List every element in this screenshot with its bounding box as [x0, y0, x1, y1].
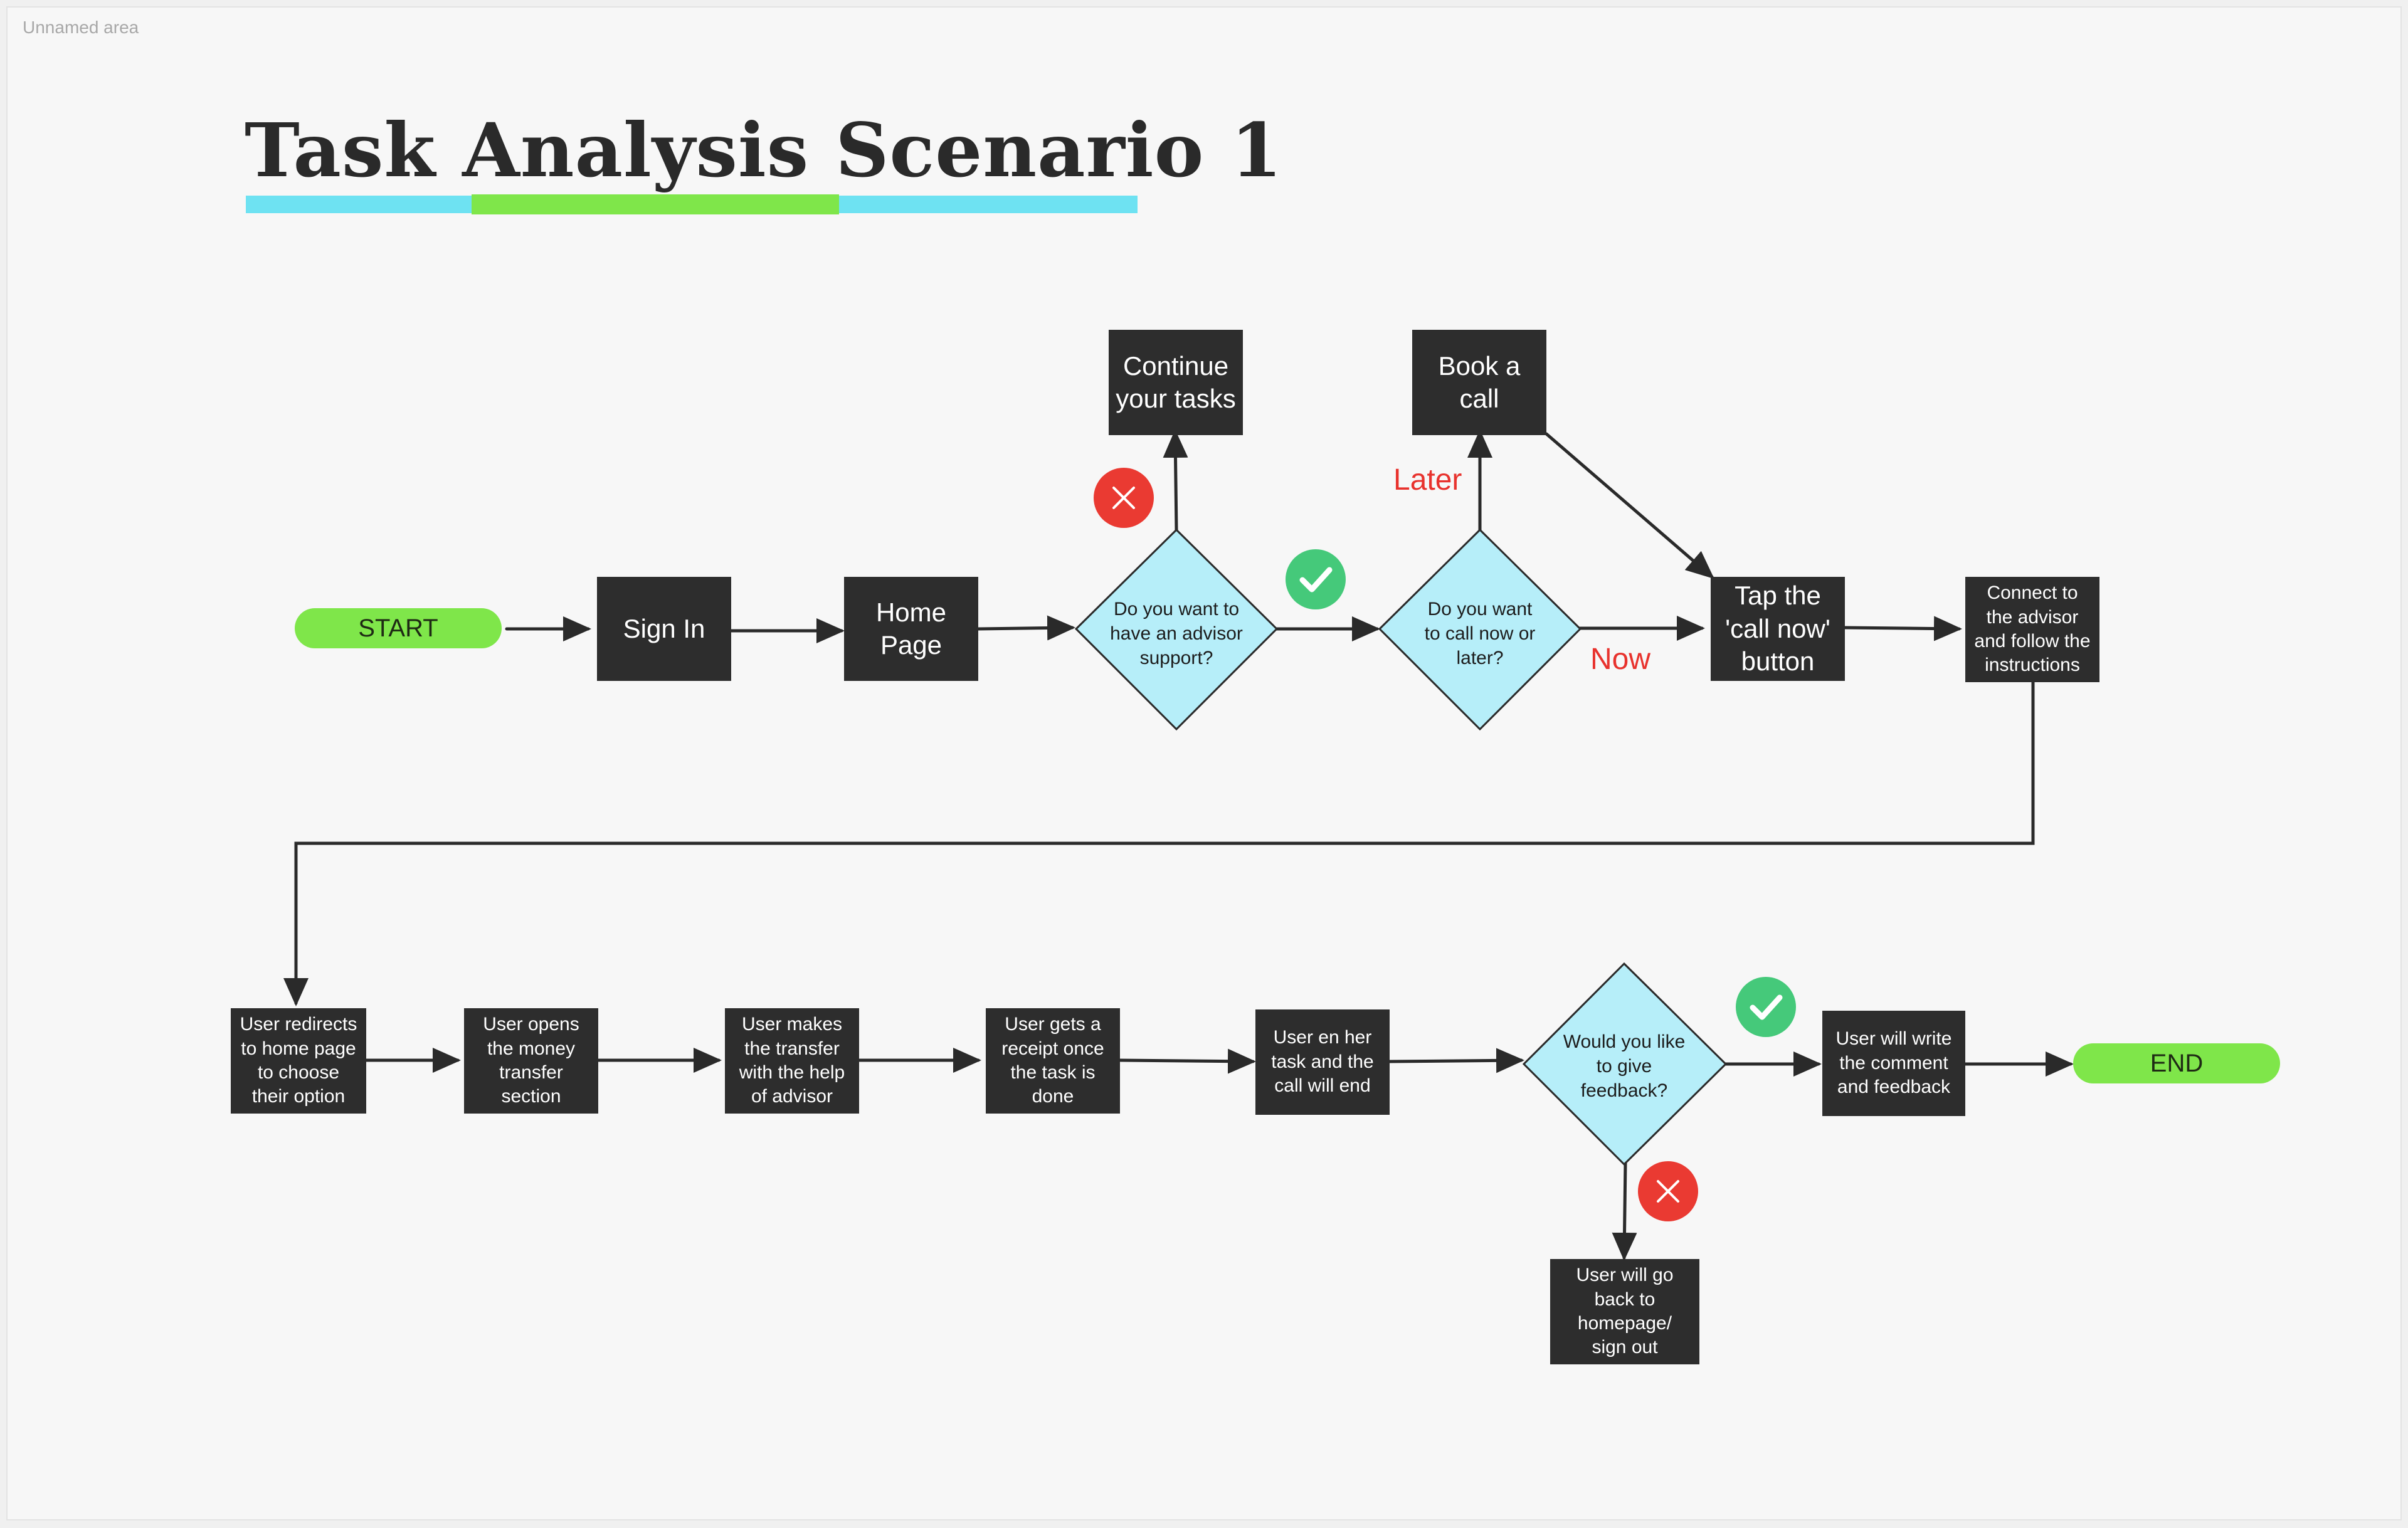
connect-advisor-node[interactable]: Connect to the advisor and follow the in… [1965, 577, 2099, 682]
book-call-node[interactable]: Book a call [1412, 330, 1546, 435]
go-back-node[interactable]: User will go back to homepage/ sign out [1550, 1259, 1699, 1364]
area-frame [6, 6, 2402, 1520]
call-question-label[interactable]: Do you want to call now or later? [1424, 598, 1536, 668]
close-icon [1657, 1180, 1679, 1203]
end-call-node[interactable]: User en her task and the call will end [1255, 1009, 1390, 1115]
decision-advisor [1074, 528, 1279, 731]
continue-tasks-node[interactable]: Continue your tasks [1109, 330, 1243, 435]
tap-call-now-node[interactable]: Tap the 'call now' button [1711, 577, 1845, 681]
make-transfer-node[interactable]: User makes the transfer with the help of… [725, 1008, 859, 1114]
decision-feedback [1522, 962, 1728, 1166]
now-label: Now [1590, 643, 1651, 676]
start-terminal[interactable]: START [295, 608, 502, 648]
feedback-yes-badge [1736, 977, 1796, 1037]
sign-in-node[interactable]: Sign In [597, 577, 731, 681]
advisor-no-badge [1094, 468, 1154, 528]
edge-home-advisor [976, 615, 1075, 641]
open-transfer-node[interactable]: User opens the money transfer section [464, 1008, 598, 1114]
check-icon [1299, 567, 1333, 593]
advisor-yes-badge [1286, 549, 1346, 609]
edge-book-tap [1545, 432, 1714, 579]
receipt-node[interactable]: User gets a receipt once the task is don… [986, 1008, 1120, 1114]
edge-connect-redirect [283, 680, 2035, 1006]
edge-end-call-feedback [1388, 1048, 1524, 1073]
area-label[interactable]: Unnamed area [23, 18, 139, 37]
decision-call [1378, 528, 1582, 731]
edge-tap-connect [1843, 616, 1962, 641]
end-terminal[interactable]: END [2073, 1043, 2280, 1083]
later-label: Later [1393, 463, 1462, 497]
diagram-title: Task Analysis Scenario 1 [245, 107, 1283, 194]
title-underline-green [472, 194, 839, 214]
write-feedback-node[interactable]: User will write the comment and feedback [1822, 1011, 1965, 1116]
redirect-home-node[interactable]: User redirects to home page to choose th… [231, 1008, 366, 1114]
feedback-question-label[interactable]: Would you like to give feedback? [1563, 1031, 1686, 1101]
edge-advisor-continue [1163, 429, 1188, 532]
close-icon [1112, 487, 1135, 509]
check-icon [1750, 994, 1783, 1020]
home-page-node[interactable]: Home Page [844, 577, 978, 681]
feedback-no-badge [1638, 1161, 1698, 1221]
edge-receipt-end-call [1118, 1048, 1256, 1074]
edge-feedback-goback [1612, 1161, 1637, 1261]
advisor-question-label[interactable]: Do you want to have an advisor support? [1110, 598, 1243, 668]
